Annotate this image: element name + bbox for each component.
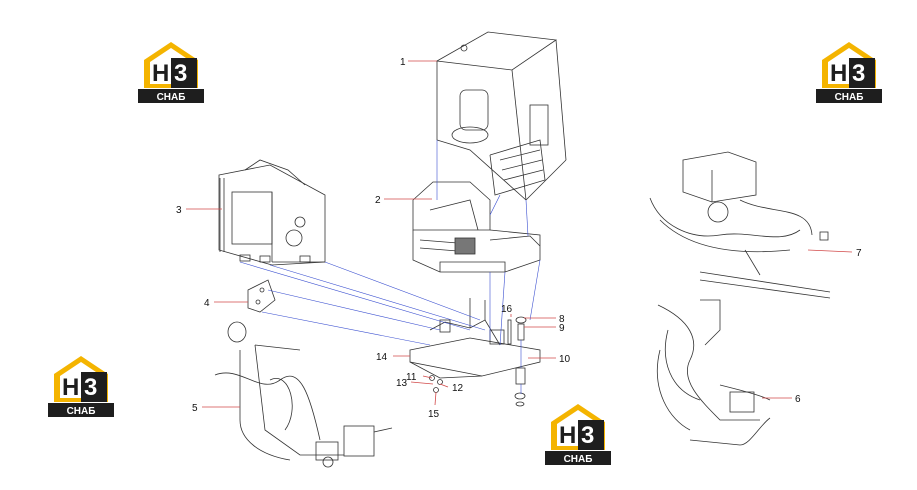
callout-15: 15 bbox=[428, 409, 440, 420]
callout-11: 11 bbox=[406, 372, 417, 383]
callout-9: 9 bbox=[559, 323, 565, 334]
callout-1: 1 bbox=[400, 57, 406, 68]
svg-text:3: 3 bbox=[852, 60, 865, 87]
logo-caption: СНАБ bbox=[157, 92, 186, 103]
part-14-base-frame bbox=[409, 298, 541, 379]
callout-5: 5 bbox=[192, 403, 198, 414]
part-5-wiring-harness bbox=[214, 321, 393, 468]
part-4-bracket bbox=[247, 279, 276, 313]
callout-14: 14 bbox=[376, 352, 388, 363]
part-2-platform bbox=[412, 181, 541, 273]
part-8-9-10-16-pins bbox=[507, 316, 527, 407]
brand-logo-top-right: H 3 СНАБ bbox=[816, 42, 882, 103]
callout-7: 7 bbox=[856, 248, 862, 259]
part-11-12-13-15-fittings bbox=[429, 375, 443, 393]
callout-12: 12 bbox=[452, 383, 464, 394]
part-7-assembly bbox=[649, 151, 831, 299]
brand-logo-bottom-center: H 3 СНАБ bbox=[545, 404, 611, 465]
svg-text:H: H bbox=[830, 60, 847, 87]
callout-10: 10 bbox=[559, 354, 571, 365]
callout-13: 13 bbox=[396, 378, 408, 389]
logo-letter-h: H bbox=[152, 60, 169, 87]
part-1-cab bbox=[435, 31, 567, 201]
logo-caption: СНАБ bbox=[835, 92, 864, 103]
callout-3: 3 bbox=[176, 205, 182, 216]
assembly-guide-lines bbox=[239, 140, 541, 394]
callout-2: 2 bbox=[375, 195, 381, 206]
callout-16: 16 bbox=[501, 304, 513, 315]
callout-8: 8 bbox=[559, 314, 565, 325]
logo-caption: СНАБ bbox=[564, 454, 593, 465]
brand-logo-top-left: H 3 СНАБ bbox=[138, 42, 204, 103]
part-3-control-box bbox=[218, 159, 326, 266]
callout-leader-lines bbox=[186, 60, 853, 408]
svg-text:3: 3 bbox=[581, 422, 594, 449]
callout-4: 4 bbox=[204, 298, 210, 309]
logo-letter-3: 3 bbox=[174, 60, 187, 87]
svg-text:3: 3 bbox=[84, 374, 97, 401]
part-6-wiring-harness bbox=[656, 299, 771, 446]
callout-numbers: 1 2 3 4 5 6 7 8 9 10 11 12 13 14 15 16 bbox=[176, 57, 862, 420]
svg-text:H: H bbox=[62, 374, 79, 401]
svg-text:H: H bbox=[559, 422, 576, 449]
callout-6: 6 bbox=[795, 394, 801, 405]
logo-caption: СНАБ bbox=[67, 406, 96, 417]
brand-logo-bottom-left: H 3 СНАБ bbox=[48, 356, 114, 417]
